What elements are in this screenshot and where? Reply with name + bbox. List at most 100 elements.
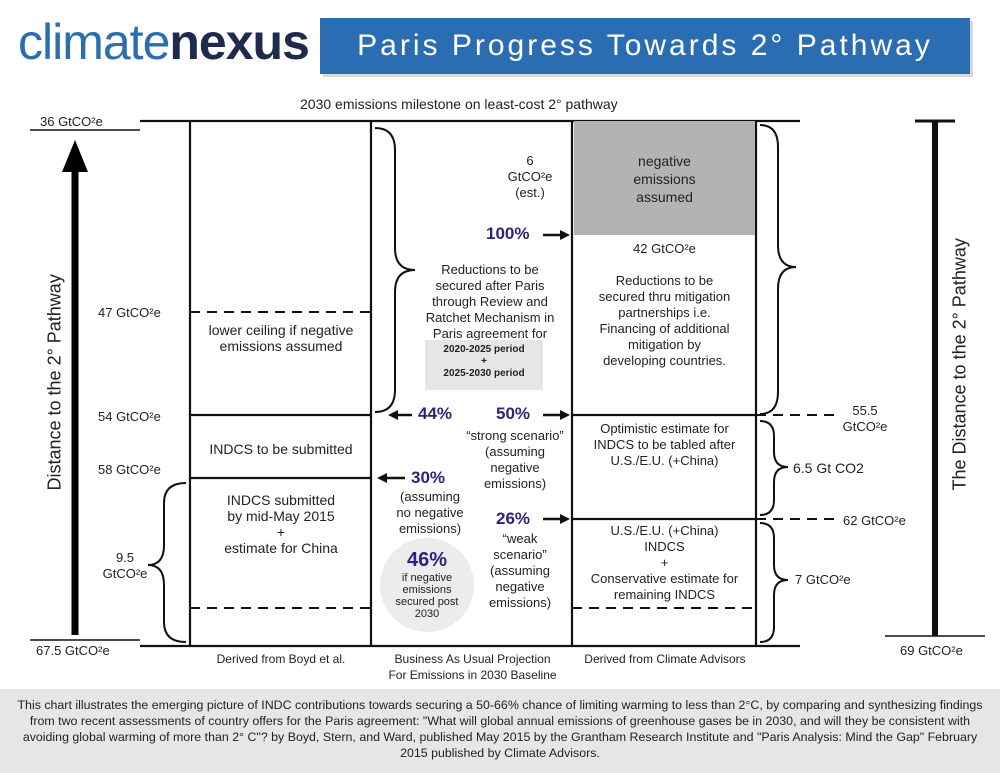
ceiling-label-line-1: lower ceiling if negative (208, 322, 354, 338)
ceiling-label-line-2: emissions assumed (219, 338, 343, 354)
circle-line-3: secured post (395, 596, 459, 608)
pct-100: 100% (486, 224, 530, 243)
arrow-100-head (560, 230, 570, 240)
negative-emissions-box-label: negative emissions assumed (574, 152, 755, 206)
mit-line-6: developing countries. (603, 353, 726, 368)
submitted-line-1: INDCS submitted (226, 492, 336, 508)
left-tick-label-47: 47 GtCO²e (98, 305, 161, 320)
pathway-diagram (30, 119, 985, 648)
right-column-caption: Derived from Climate Advisors (584, 652, 746, 666)
mit-line-1: Reductions to be (615, 273, 714, 288)
period-box: 2020-2025 period + 2025-2030 period (425, 340, 543, 390)
circle-line-4: 2030 (414, 608, 440, 620)
right-mark-555-value: 55.5 (852, 403, 878, 418)
left-tick-label-58: 58 GtCO²e (98, 462, 161, 477)
neg-est-line-1: 6 (526, 153, 534, 168)
review-line-5: Paris agreement for (432, 326, 548, 341)
page-title: Paris Progress Towards 2° Pathway (320, 18, 970, 74)
optimistic-label: Optimistic estimate for INDCS to be tabl… (574, 421, 755, 469)
top-caption: 2030 emissions milestone on least-cost 2… (300, 96, 618, 112)
circle-pct: 46% (406, 549, 448, 571)
left-tick-label-675: 67.5 GtCO²e (36, 643, 110, 658)
logo-part-climate: climate (18, 14, 170, 70)
ceiling-label: lower ceiling if negative emissions assu… (192, 322, 370, 354)
cons-line-5: remaining INDCS (613, 587, 716, 602)
neg-box-line-2: emissions (633, 171, 696, 187)
opt-line-2: INDCS to be tabled after (593, 437, 736, 452)
post-2030-circle (380, 538, 474, 632)
right-mark-555-unit: GtCO²e (842, 419, 888, 434)
neg-est-line-3: (est.) (515, 185, 545, 200)
left-axis-arrow-head (62, 140, 88, 172)
mit-line-3: partnerships i.e. (618, 305, 711, 320)
pct-30: 30% (411, 468, 446, 487)
review-line-4: Ratchet Mechanism in (425, 310, 555, 325)
period-2: 2025-2030 period (443, 368, 525, 379)
post-2030-circle-text: 46% if negative emissions secured post 2… (380, 548, 474, 620)
pct-50: 50% (496, 404, 531, 423)
arrow-44-head (388, 410, 398, 420)
left-tick-label-36: 36 GtCO²e (40, 114, 103, 129)
left-brace-label-value: 9.5 (115, 550, 135, 565)
pct-44: 44% (418, 404, 453, 423)
left-brace-label-unit: GtCO²e (102, 566, 148, 581)
pct-26: 26% (496, 509, 531, 528)
mit-line-5: mitigation by (628, 337, 701, 352)
no-negative-line-1: (assuming (400, 489, 460, 504)
cons-line-4: Conservative estimate for (590, 571, 739, 586)
strong-line-4: emissions) (483, 476, 547, 491)
review-line-2: secured after Paris (435, 278, 545, 293)
right-axis-title: The Distance to the 2° Pathway (949, 238, 970, 491)
strong-scenario-label: “strong scenario” (assuming negative emi… (450, 428, 580, 492)
climatenexus-logo: climatenexus (18, 12, 310, 72)
weak-line-3: (assuming (490, 563, 550, 578)
weak-line-1: “weak (502, 531, 538, 546)
weak-line-5: emissions) (488, 595, 552, 610)
circle-line-2: emissions (402, 584, 452, 596)
period-plus: + (481, 356, 487, 367)
to-submit-label: INDCS to be submitted (209, 441, 353, 457)
no-negative-line-2: no negative (396, 505, 464, 520)
right-low-brace (759, 522, 789, 643)
weak-scenario-label: “weak scenario” (assuming negative emiss… (480, 531, 560, 611)
opt-line-3: U.S./E.U. (+China) (610, 453, 719, 468)
mit-line-4: Financing of additional (599, 321, 730, 336)
right-axis-bottom-label: 69 GtCO²e (900, 643, 963, 658)
left-95-brace (147, 482, 187, 643)
right-brace-65: 6.5 Gt CO2 (793, 460, 864, 476)
review-label: Reductions to be secured after Paris thr… (410, 262, 570, 342)
footer-description: This chart illustrates the emerging pict… (17, 698, 983, 760)
strong-line-1: “strong scenario” (466, 428, 564, 443)
logo-part-nexus: nexus (169, 14, 310, 70)
period-1: 2020-2025 period (443, 344, 525, 355)
right-large-brace (759, 124, 797, 415)
weak-line-2: scenario” (493, 547, 547, 562)
footer-band (0, 689, 1000, 773)
weak-line-4: negative (495, 579, 545, 594)
arrow-26-head (560, 514, 570, 524)
strong-line-3: negative (490, 460, 540, 475)
left-tick-label-54: 54 GtCO²e (98, 409, 161, 424)
no-negative-line-3: emissions) (398, 521, 462, 536)
conservative-label: U.S./E.U. (+China) INDCS + Conservative … (574, 523, 755, 603)
mitigation-label: Reductions to be secured thru mitigation… (574, 273, 755, 369)
cons-line-2: INDCS (644, 539, 685, 554)
strong-line-2: (assuming (485, 444, 545, 459)
right-mark-555: 55.5 GtCO²e (835, 403, 895, 435)
neg-box-line-3: assumed (636, 189, 693, 205)
review-line-3: through Review and (432, 294, 548, 309)
submitted-label: INDCS submitted by mid-May 2015 + estima… (192, 492, 370, 556)
neg-box-line-1: negative (638, 153, 691, 169)
value-42: 42 GtCO²e (633, 241, 696, 256)
circle-line-1: if negative (401, 572, 453, 584)
cons-line-1: U.S./E.U. (+China) (610, 523, 719, 538)
review-line-1: Reductions to be (441, 262, 539, 277)
neg-est-line-2: GtCO²e (507, 169, 553, 184)
negative-est-label: 6 GtCO²e (est.) (495, 153, 565, 201)
right-brace-7: 7 GtCO²e (795, 572, 851, 587)
left-column-caption: Derived from Boyd et al. (216, 652, 346, 666)
arrow-50-head (560, 410, 570, 420)
submitted-line-4: estimate for China (224, 540, 338, 556)
left-axis-title: Distance to the 2° Pathway (44, 274, 65, 491)
bau-line-2: For Emissions in 2030 Baseline (388, 668, 557, 682)
